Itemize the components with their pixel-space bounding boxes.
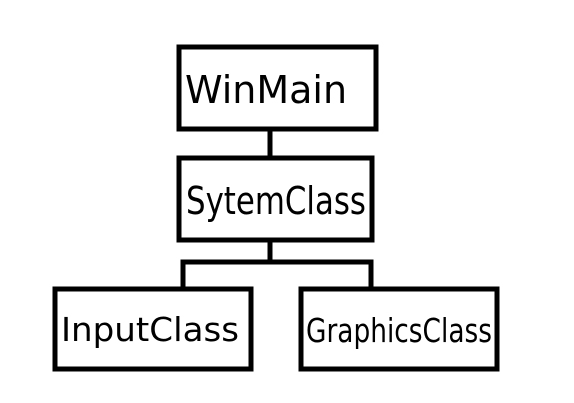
node-system-box [176, 155, 375, 243]
node-winmain-label: WinMain [185, 68, 347, 112]
node-winmain: WinMain [176, 44, 379, 132]
node-system: SytemClass [176, 155, 375, 243]
connectors [180, 126, 374, 292]
node-winmain-box [176, 44, 379, 132]
node-graphics-label: GraphicsClass [306, 311, 492, 350]
node-input: InputClass [52, 286, 254, 372]
node-input-label: InputClass [61, 310, 239, 349]
node-graphics: GraphicsClass [298, 286, 500, 372]
node-graphics-box [298, 286, 500, 372]
node-system-label: SytemClass [186, 179, 366, 223]
node-input-box [52, 286, 254, 372]
